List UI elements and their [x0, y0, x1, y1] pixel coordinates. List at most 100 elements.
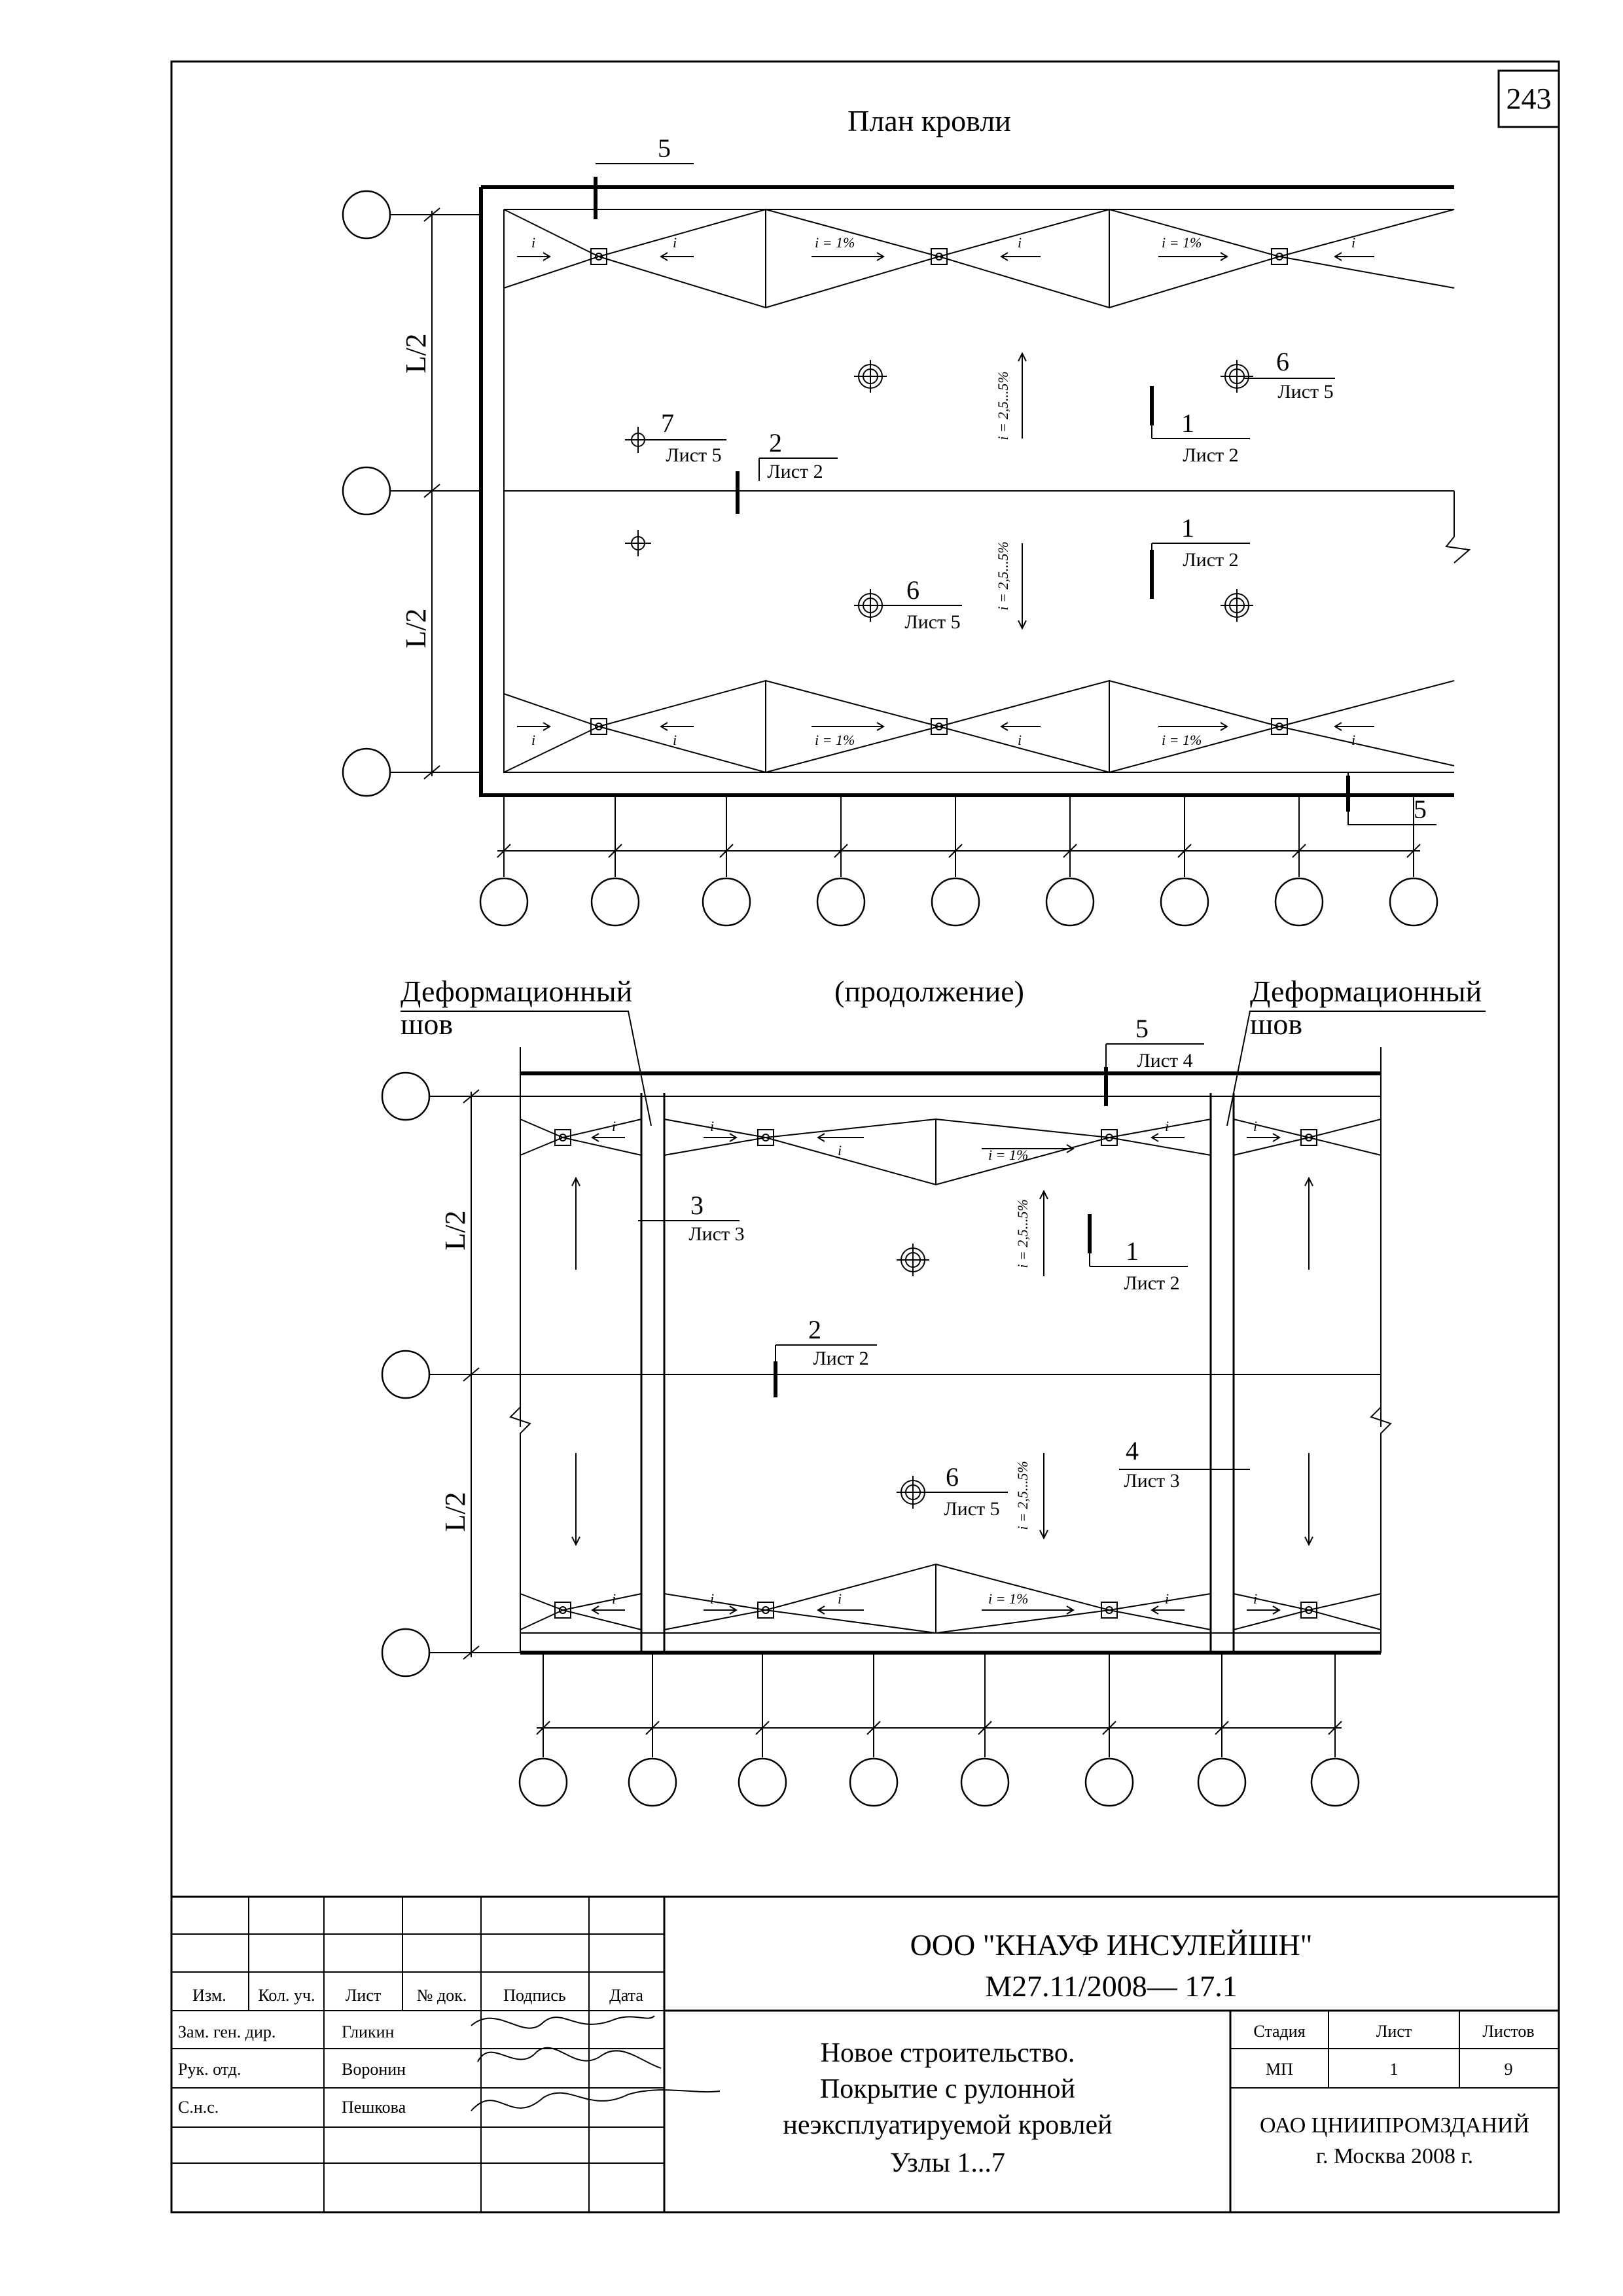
callouts-top: 5 6 Лист 5 7 Лист 5 2 Лист 2 1 Лист 2 1 …	[594, 134, 1436, 825]
title-block: Изм. Кол. уч. Лист № док. Подпись Дата З…	[171, 1895, 1559, 2212]
svg-text:Кол. уч.: Кол. уч.	[258, 1986, 315, 2005]
svg-text:i: i	[1351, 732, 1355, 748]
svg-text:2: 2	[808, 1315, 821, 1344]
svg-text:Лист 2: Лист 2	[1183, 549, 1238, 571]
svg-text:г. Москва 2008 г.: г. Москва 2008 г.	[1316, 2144, 1473, 2168]
svg-text:Воронин: Воронин	[342, 2060, 406, 2079]
valley-lines-top	[503, 208, 1455, 309]
svg-text:1: 1	[1181, 408, 1194, 438]
svg-text:Лист: Лист	[1376, 2022, 1412, 2041]
expansion-joint-left	[640, 1093, 666, 1653]
svg-text:7: 7	[661, 408, 674, 438]
callouts-bottom: 5 Лист 4 3 Лист 3 1 Лист 2 2 Лист 2 6 Ли…	[638, 1014, 1250, 1520]
svg-text:i: i	[673, 732, 677, 748]
joint-label-right-2: шов	[1250, 1007, 1302, 1041]
svg-text:Лист 5: Лист 5	[944, 1498, 999, 1520]
svg-text:i: i	[1165, 1118, 1169, 1134]
roof-drains-bottom	[554, 1129, 1317, 1619]
svg-text:ОАО ЦНИИПРОМЗДАНИЙ: ОАО ЦНИИПРОМЗДАНИЙ	[1260, 2113, 1529, 2138]
svg-text:i: i	[838, 1590, 842, 1607]
column-axes-top-plan	[479, 795, 1438, 927]
svg-text:Лист 5: Лист 5	[666, 444, 721, 466]
company-name: ООО "КНАУФ ИНСУЛЕЙШН"	[910, 1928, 1313, 1962]
dimension-label-lower-2: L/2	[439, 1492, 471, 1532]
svg-text:3: 3	[690, 1191, 704, 1220]
internal-drains-2	[897, 1244, 929, 1509]
svg-text:Стадия: Стадия	[1253, 2022, 1305, 2041]
svg-text:Лист 3: Лист 3	[1124, 1470, 1179, 1492]
joint-label-right-1: Деформационный	[1250, 975, 1482, 1008]
axis-marker-a	[342, 190, 391, 240]
svg-text:i: i	[531, 234, 535, 251]
svg-text:неэксплуатируемой кровлей: неэксплуатируемой кровлей	[783, 2110, 1112, 2140]
svg-text:Лист 2: Лист 2	[1124, 1272, 1179, 1294]
svg-text:Подпись: Подпись	[503, 1986, 566, 2005]
joint-label-left-2: шов	[401, 1007, 453, 1041]
svg-text:2: 2	[769, 428, 782, 457]
svg-text:i = 1%: i = 1%	[1162, 234, 1202, 251]
plan-title: План кровли	[847, 104, 1011, 137]
svg-text:i = 1%: i = 1%	[815, 234, 855, 251]
svg-text:i: i	[673, 234, 677, 251]
svg-text:i = 1%: i = 1%	[815, 732, 855, 748]
svg-text:i: i	[1165, 1590, 1169, 1607]
svg-text:1: 1	[1126, 1236, 1139, 1266]
svg-text:№ док.: № док.	[417, 1986, 467, 2005]
svg-text:i: i	[838, 1142, 842, 1158]
expansion-joint-right	[1209, 1093, 1235, 1653]
column-axes-bottom-plan	[518, 1653, 1360, 1807]
slope-range-lower: i = 2,5...5%	[995, 541, 1011, 610]
break-mark	[1445, 491, 1471, 564]
svg-text:i = 1%: i = 1%	[1162, 732, 1202, 748]
document-code: М27.11/2008— 17.1	[985, 1969, 1237, 2003]
svg-text:1: 1	[1181, 513, 1194, 543]
svg-text:5: 5	[1414, 795, 1427, 824]
dimension-label-lower: L/2	[400, 608, 432, 648]
svg-text:i = 1%: i = 1%	[988, 1590, 1028, 1607]
slope-arrow-down	[1018, 543, 1027, 630]
svg-text:Гликин: Гликин	[342, 2022, 395, 2041]
svg-text:Лист 5: Лист 5	[1277, 381, 1333, 403]
slope-arrows-top: i i i = 1% i i = 1% i	[517, 234, 1374, 261]
svg-text:9: 9	[1505, 2060, 1513, 2079]
svg-text:4: 4	[1126, 1436, 1139, 1465]
svg-text:i: i	[1018, 234, 1022, 251]
signatures	[471, 2015, 721, 2111]
svg-text:i: i	[1253, 1590, 1257, 1607]
svg-text:Листов: Листов	[1482, 2022, 1534, 2041]
slope-range-upper-2: i = 2,5...5%	[1014, 1199, 1031, 1268]
svg-text:6: 6	[906, 575, 919, 605]
svg-text:i: i	[1018, 732, 1022, 748]
valley-lines-bottom	[503, 679, 1455, 774]
svg-text:МП: МП	[1266, 2060, 1293, 2079]
svg-text:1: 1	[1390, 2060, 1399, 2079]
svg-text:5: 5	[1135, 1014, 1149, 1043]
sheet-number-box	[1497, 69, 1560, 128]
svg-text:С.н.с.: С.н.с.	[178, 2098, 219, 2117]
svg-text:Лист 2: Лист 2	[1183, 444, 1238, 466]
svg-text:5: 5	[658, 134, 671, 163]
roof-plan-top: План кровли L/2 L/2	[342, 104, 1471, 927]
sheet-frame	[170, 60, 1560, 2214]
slope-range-lower-2: i = 2,5...5%	[1014, 1461, 1031, 1530]
svg-text:i: i	[531, 732, 535, 748]
svg-text:Зам. ген. дир.: Зам. ген. дир.	[178, 2022, 276, 2041]
svg-text:Пешкова: Пешкова	[342, 2098, 406, 2117]
svg-text:Рук. отд.: Рук. отд.	[178, 2060, 241, 2079]
joint-label-left-1: Деформационный	[401, 975, 632, 1008]
slope-arrows-bottom: i i i = 1% i i = 1% i	[517, 722, 1374, 748]
axis-marker-c	[342, 747, 391, 797]
sheet-number: 243	[1507, 82, 1552, 115]
svg-text:i: i	[612, 1118, 616, 1134]
roof-plan-bottom: (продолжение) Деформационный шов Деформа…	[381, 975, 1486, 1807]
plan-continuation-title: (продолжение)	[834, 975, 1024, 1008]
svg-text:Лист 2: Лист 2	[813, 1348, 868, 1369]
slope-arrows-plan2: i i i i = 1% i i i i i i = 1% i i	[571, 1118, 1313, 1615]
slope-range-upper: i = 2,5...5%	[995, 371, 1011, 440]
svg-text:Дата: Дата	[609, 1986, 643, 2005]
svg-text:Покрытие с рулонной: Покрытие с рулонной	[820, 2074, 1075, 2104]
svg-text:Лист 3: Лист 3	[688, 1223, 744, 1245]
slope-arrow-up	[1018, 351, 1027, 439]
svg-text:i: i	[710, 1118, 714, 1134]
dimension-label-upper: L/2	[400, 333, 432, 373]
